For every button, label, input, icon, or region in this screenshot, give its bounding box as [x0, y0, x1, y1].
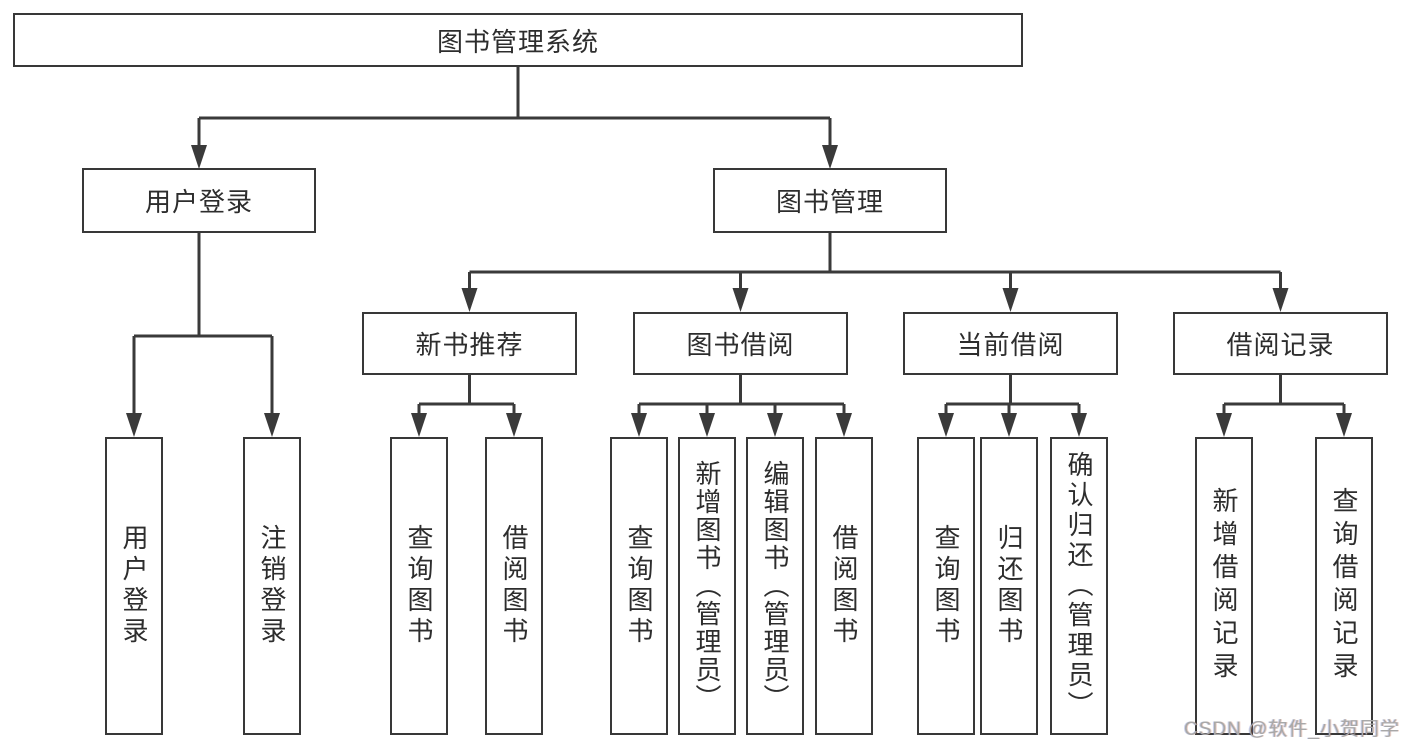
leaf-add-books-admin-label: 新增图书（管理员） — [692, 460, 722, 712]
leaf-query-books-borrowing: 查询图书 — [610, 437, 668, 735]
leaf-user-login: 用户登录 — [105, 437, 163, 735]
leaf-borrow-books-recommend: 借阅图书 — [485, 437, 543, 735]
leaf-borrow-books-label: 借阅图书 — [829, 524, 859, 648]
leaf-query-books-recommend-label: 查询图书 — [404, 524, 434, 648]
leaf-borrow-books: 借阅图书 — [815, 437, 873, 735]
leaf-query-books-borrowing-label: 查询图书 — [624, 524, 654, 648]
leaf-add-borrow-record: 新增借阅记录 — [1195, 437, 1253, 735]
leaf-add-books-admin: 新增图书（管理员） — [678, 437, 736, 735]
leaf-user-login-label: 用户登录 — [119, 524, 149, 648]
node-book-management: 图书管理 — [713, 168, 947, 233]
leaf-borrow-books-recommend-label: 借阅图书 — [499, 524, 529, 648]
leaf-logout: 注销登录 — [243, 437, 301, 735]
leaf-query-books-current: 查询图书 — [917, 437, 975, 735]
leaf-query-books-current-label: 查询图书 — [931, 524, 961, 648]
node-book-borrowing: 图书借阅 — [633, 312, 848, 375]
node-borrowing-records-label: 借阅记录 — [1226, 330, 1335, 360]
csdn-watermark: CSDN @软件_小贺同学 — [1184, 719, 1400, 740]
node-current-borrowing-label: 当前借阅 — [956, 330, 1065, 360]
node-user-login-label: 用户登录 — [144, 187, 253, 217]
leaf-return-books: 归还图书 — [980, 437, 1038, 735]
node-book-borrowing-label: 图书借阅 — [686, 330, 795, 360]
leaf-add-borrow-record-label: 新增借阅记录 — [1209, 487, 1239, 685]
node-current-borrowing: 当前借阅 — [903, 312, 1118, 375]
leaf-edit-books-admin-label: 编辑图书（管理员） — [760, 460, 790, 712]
leaf-return-books-label: 归还图书 — [994, 524, 1024, 648]
leaf-logout-label: 注销登录 — [257, 524, 287, 648]
leaf-confirm-return-admin: 确认归还（管理员） — [1050, 437, 1108, 735]
node-new-book-recommend-label: 新书推荐 — [415, 330, 524, 360]
node-book-management-label: 图书管理 — [775, 187, 884, 217]
leaf-query-borrow-record: 查询借阅记录 — [1315, 437, 1373, 735]
node-user-login: 用户登录 — [82, 168, 316, 233]
leaf-confirm-return-admin-label: 确认归还（管理员） — [1064, 451, 1094, 721]
node-new-book-recommend: 新书推荐 — [362, 312, 577, 375]
node-library-system-label: 图书管理系统 — [436, 26, 599, 57]
node-library-system: 图书管理系统 — [13, 13, 1023, 67]
leaf-edit-books-admin: 编辑图书（管理员） — [746, 437, 804, 735]
leaf-query-borrow-record-label: 查询借阅记录 — [1329, 487, 1359, 685]
node-borrowing-records: 借阅记录 — [1173, 312, 1388, 375]
leaf-query-books-recommend: 查询图书 — [390, 437, 448, 735]
